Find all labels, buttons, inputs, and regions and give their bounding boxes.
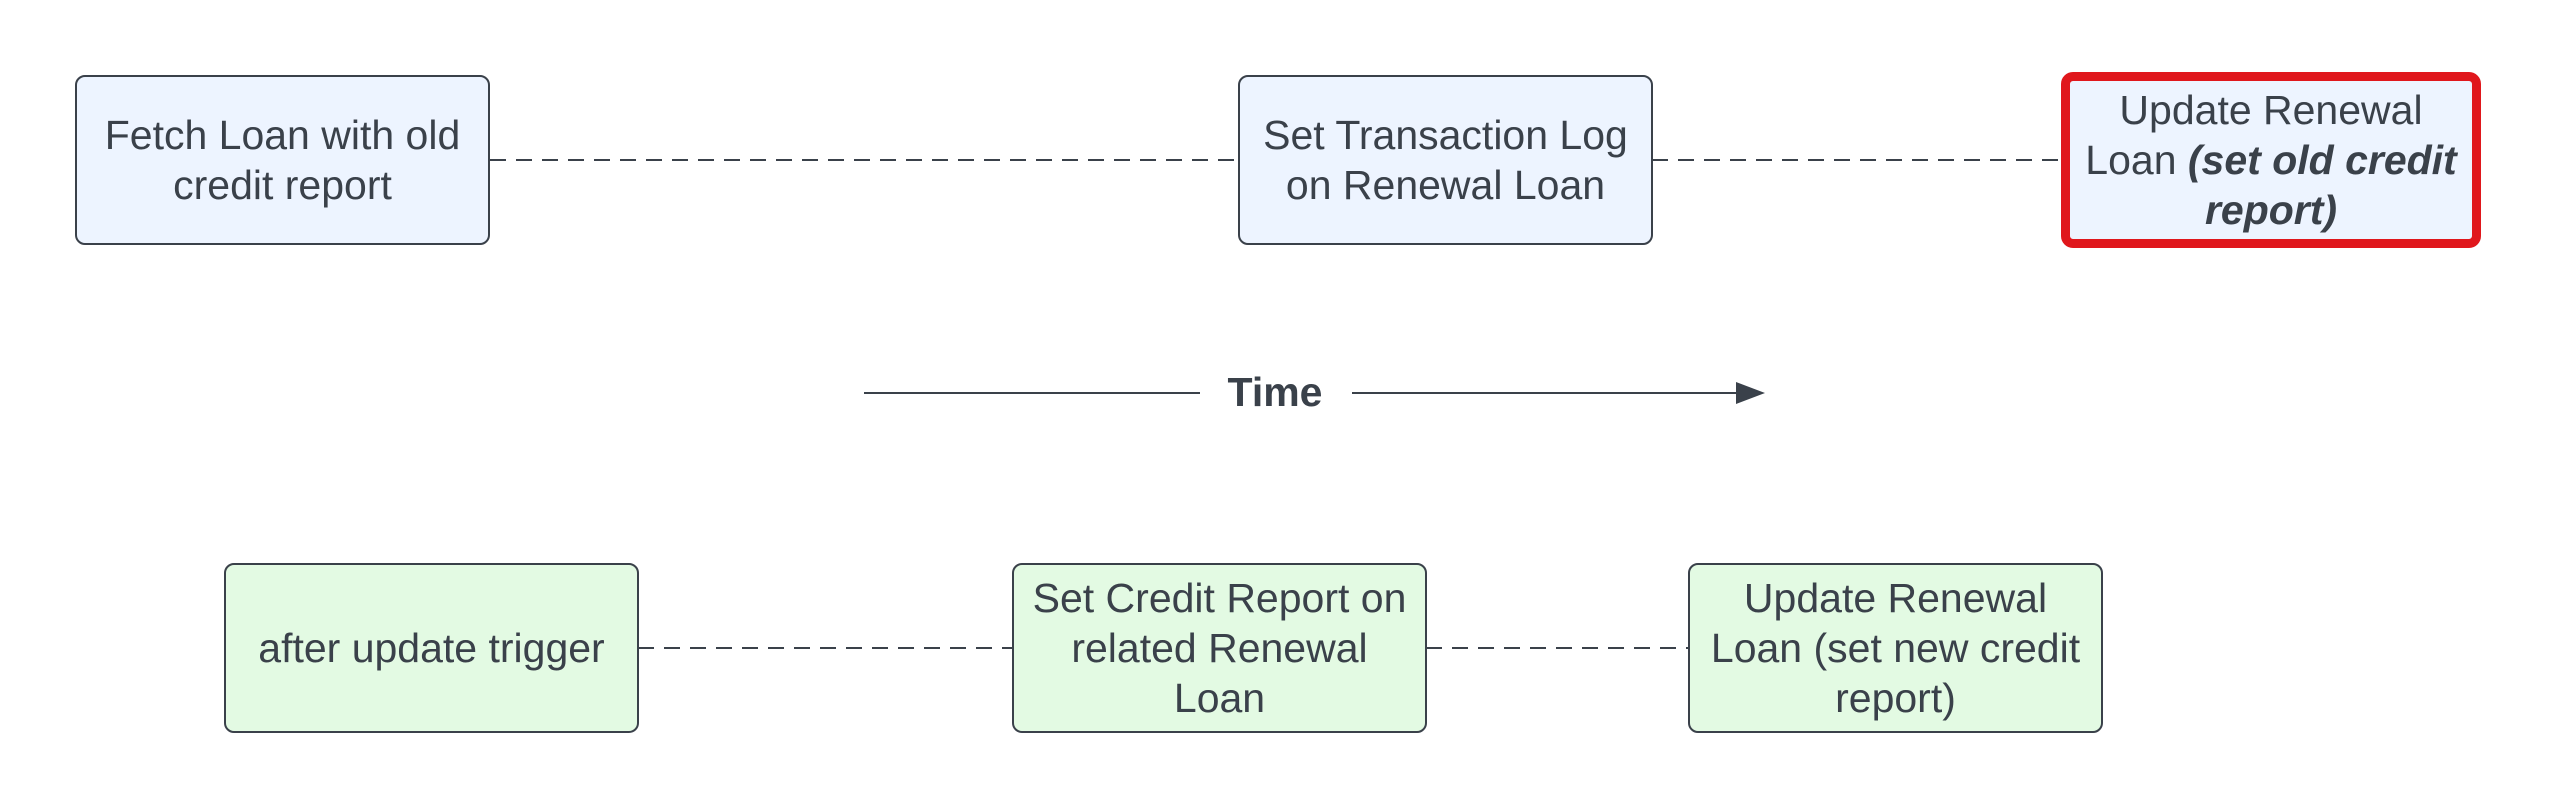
box-after-update-trigger-label: after update trigger [258, 625, 605, 671]
box-set-credit-report: Set Credit Report on related Renewal Loa… [1012, 563, 1427, 733]
box-update-renewal-new: Update Renewal Loan (set new credit repo… [1688, 563, 2103, 733]
box-fetch-loan: Fetch Loan with old credit report [75, 75, 490, 245]
box-set-credit-report-label: Set Credit Report on related Renewal Loa… [1032, 575, 1407, 721]
update-renewal-old-plain-text: Update Renewal Loan [2085, 87, 2423, 183]
update-renewal-old-emphasis-text: (set old credit report) [2187, 137, 2457, 233]
box-fetch-loan-label: Fetch Loan with old credit report [104, 112, 461, 208]
box-after-update-trigger: after update trigger [224, 563, 639, 733]
box-update-renewal-old-label: Update Renewal Loan (set old credit repo… [2084, 85, 2458, 235]
time-arrowhead-icon [1736, 382, 1765, 404]
box-update-renewal-old-highlighted: Update Renewal Loan (set old credit repo… [2061, 72, 2481, 248]
time-axis-label: Time [1200, 364, 1350, 420]
box-set-transaction-log-label: Set Transaction Log on Renewal Loan [1263, 112, 1628, 208]
box-set-transaction-log: Set Transaction Log on Renewal Loan [1238, 75, 1653, 245]
box-update-renewal-new-label: Update Renewal Loan (set new credit repo… [1710, 575, 2081, 721]
